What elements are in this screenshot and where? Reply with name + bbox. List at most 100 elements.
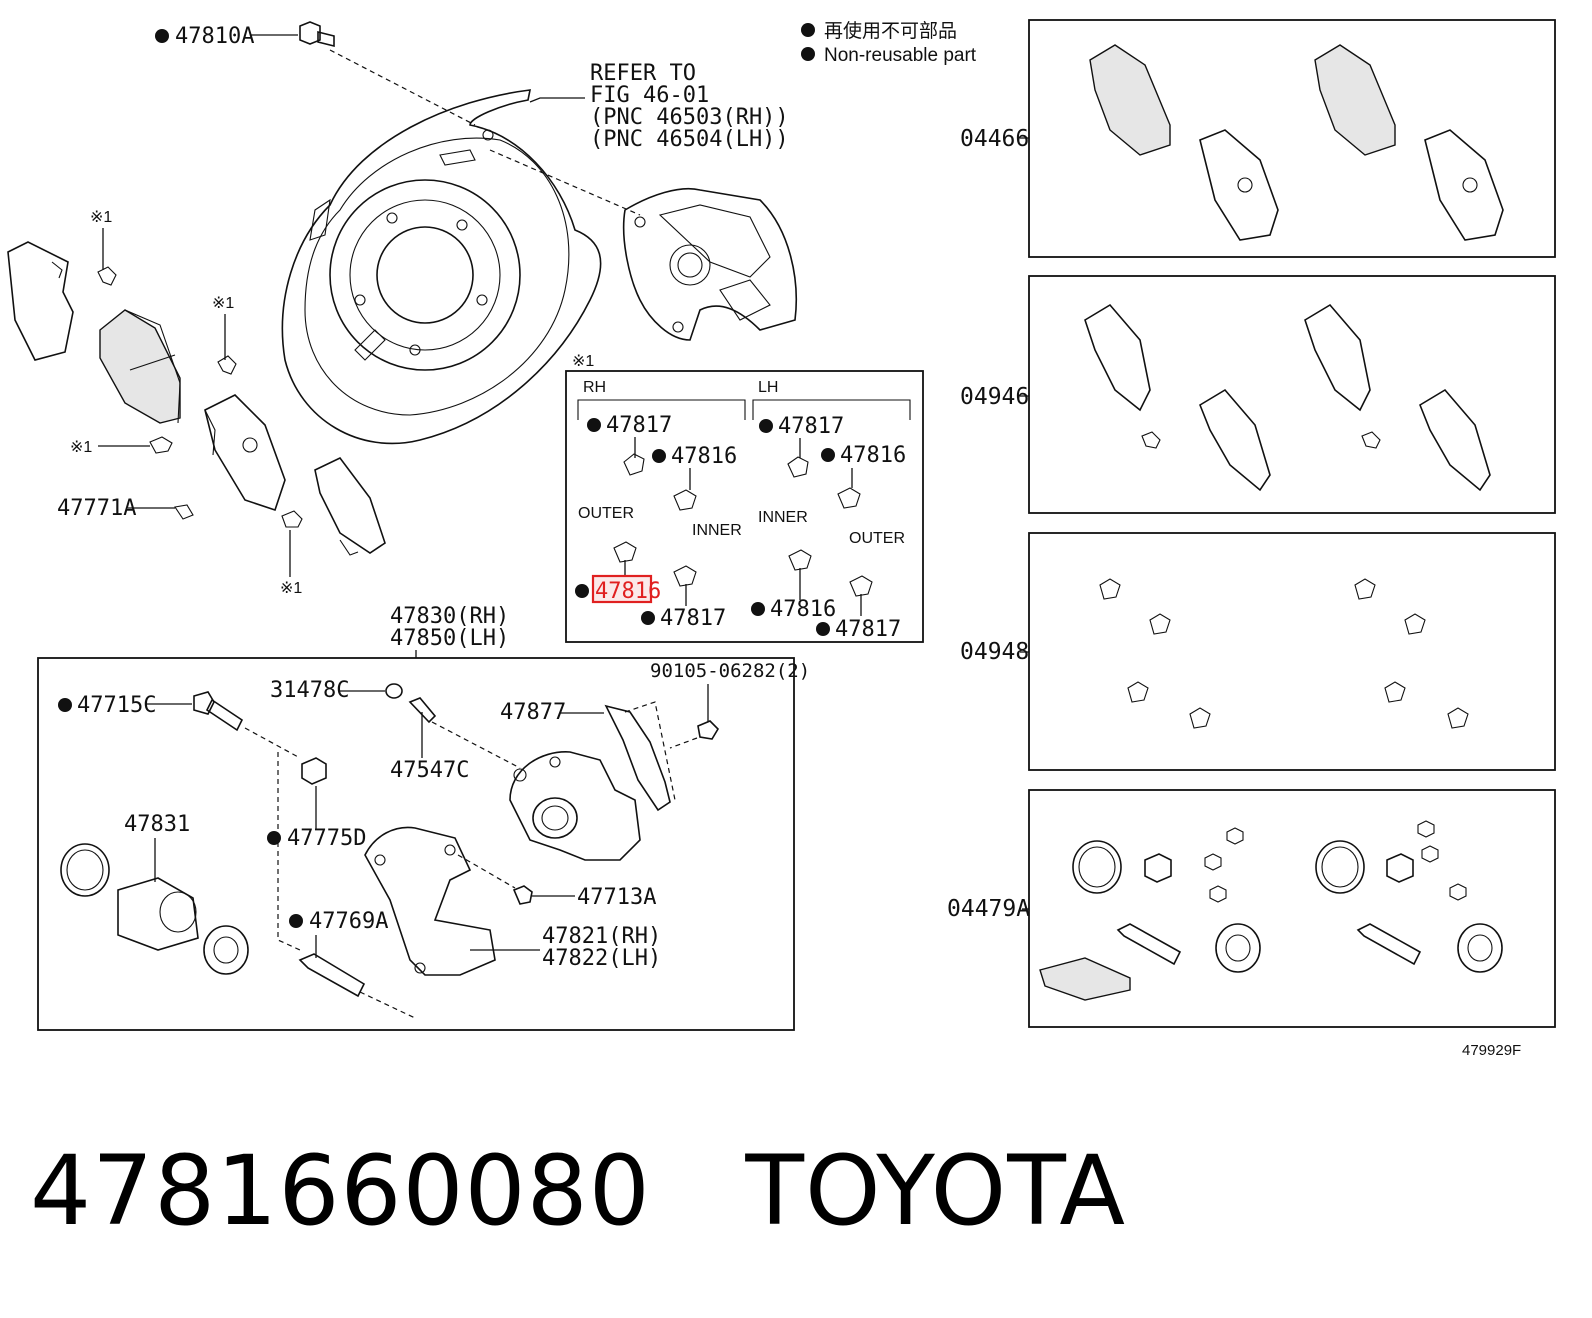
clip-icon bbox=[613, 541, 637, 563]
label-90105: 90105-06282(2) bbox=[650, 660, 810, 682]
rh-47816-bottom[interactable]: 47816 bbox=[595, 579, 661, 604]
clip-icon bbox=[217, 355, 237, 375]
clip-icon bbox=[788, 549, 812, 571]
piston-seal-icon bbox=[60, 843, 110, 897]
kit-04466: 04466 bbox=[960, 19, 1556, 258]
bolt-icon bbox=[697, 720, 720, 740]
cap-icon bbox=[385, 683, 403, 699]
label-31478C: 31478C bbox=[270, 678, 349, 703]
non-reusable-dot-icon bbox=[816, 622, 830, 636]
non-reusable-dot-icon bbox=[575, 584, 589, 598]
clip-icon bbox=[673, 489, 697, 511]
bolt-head-icon bbox=[299, 21, 321, 45]
footer-caption: 4781660080 TOYOTA bbox=[30, 1135, 1126, 1247]
guide-pin-icon bbox=[298, 953, 366, 998]
kit-code: 04466 bbox=[960, 126, 1029, 152]
inset-rh: RH bbox=[583, 379, 606, 396]
mark-1: ※1 bbox=[212, 295, 234, 312]
piston-icon bbox=[117, 877, 199, 951]
rh-47816-top: 47816 bbox=[671, 444, 737, 469]
inset-frame bbox=[565, 370, 924, 643]
clip-icon bbox=[1354, 578, 1376, 600]
label-47547C: 47547C bbox=[390, 758, 469, 783]
non-reusable-dot-icon bbox=[289, 914, 303, 928]
refer-line-1: REFER TO bbox=[590, 61, 696, 86]
label-47821: 47821(RH) bbox=[542, 924, 661, 949]
clip-icon bbox=[1141, 431, 1161, 449]
legend-dot-icon bbox=[801, 23, 815, 37]
bolt-icon bbox=[512, 885, 533, 905]
clip-icon bbox=[1099, 578, 1121, 600]
clip-icon bbox=[787, 456, 809, 478]
kit-frame bbox=[1028, 275, 1556, 514]
kit-04948: 04948 bbox=[960, 532, 1556, 771]
mark-1: ※1 bbox=[280, 580, 302, 597]
clip-icon bbox=[837, 487, 861, 509]
kit-04479A: 04479A bbox=[947, 789, 1556, 1028]
clip-icon bbox=[1384, 681, 1406, 703]
label-47775D: 47775D bbox=[287, 826, 366, 851]
label-47831: 47831 bbox=[124, 812, 190, 837]
clip-icon bbox=[174, 504, 194, 520]
mark-1: ※1 bbox=[90, 209, 112, 226]
pad-support-icon bbox=[604, 704, 671, 812]
non-reusable-dot-icon bbox=[267, 831, 281, 845]
non-reusable-dot-icon bbox=[155, 29, 169, 43]
label-47850: 47850(LH) bbox=[390, 626, 509, 651]
lh-47816-top: 47816 bbox=[840, 443, 906, 468]
legend-jp: 再使用不可部品 bbox=[824, 20, 957, 42]
clip-icon bbox=[1189, 707, 1211, 729]
bleeder-icon bbox=[408, 697, 437, 724]
label-47877: 47877 bbox=[500, 700, 566, 725]
outer-left: OUTER bbox=[578, 505, 634, 522]
non-reusable-dot-icon bbox=[587, 418, 601, 432]
rh-bracket bbox=[577, 399, 746, 420]
refer-note: REFER TO FIG 46-01 (PNC 46503(RH)) (PNC … bbox=[529, 61, 789, 152]
assembly-frame bbox=[37, 657, 795, 1031]
brand-name: TOYOTA bbox=[745, 1135, 1127, 1247]
label-47810A: 47810A bbox=[175, 24, 254, 49]
kit-code: 04948 bbox=[960, 639, 1029, 665]
guide-pin-icon bbox=[205, 698, 244, 732]
inset-lh: LH bbox=[758, 379, 778, 396]
label-47830: 47830(RH) bbox=[390, 604, 509, 629]
mounting-bracket bbox=[364, 826, 496, 976]
non-reusable-dot-icon bbox=[58, 698, 72, 712]
legend-dot-icon bbox=[801, 47, 815, 61]
lh-47817-bottom: 47817 bbox=[835, 617, 901, 642]
dust-shield bbox=[281, 89, 641, 445]
clip-icon bbox=[849, 575, 873, 597]
lh-47817-top: 47817 bbox=[778, 414, 844, 439]
clip-icon bbox=[623, 453, 645, 476]
caliper-assembly: 47830(RH) 47850(LH) 47715C 31478C 47547C… bbox=[37, 604, 810, 1031]
label-47771A: 47771A bbox=[57, 496, 136, 521]
clip-icon bbox=[1404, 613, 1426, 635]
inset-mark: ※1 bbox=[572, 353, 594, 370]
inner-right: INNER bbox=[758, 509, 808, 526]
kit-code: 04479A bbox=[947, 896, 1030, 922]
bolt-47810A: 47810A bbox=[155, 21, 476, 126]
lh-bracket bbox=[752, 399, 911, 420]
kit-04946: 04946 bbox=[960, 275, 1556, 514]
clip-icon bbox=[1447, 707, 1469, 729]
label-47822: 47822(LH) bbox=[542, 946, 661, 971]
rh-47817-bottom: 47817 bbox=[660, 606, 726, 631]
label-47715C: 47715C bbox=[77, 693, 156, 718]
refer-line-2: FIG 46-01 bbox=[590, 83, 709, 108]
clip-icon bbox=[1127, 681, 1149, 703]
legend-en: Non-reusable part bbox=[824, 45, 977, 66]
lh-47816-bottom: 47816 bbox=[770, 597, 836, 622]
non-reusable-dot-icon bbox=[821, 448, 835, 462]
kit-code: 04946 bbox=[960, 384, 1029, 410]
rh-47817-top: 47817 bbox=[606, 413, 672, 438]
clip-icon bbox=[1149, 613, 1171, 635]
refer-leader bbox=[529, 97, 585, 103]
clip-icon bbox=[149, 436, 173, 454]
clip-icon bbox=[281, 510, 303, 528]
part-number: 4781660080 bbox=[30, 1135, 651, 1247]
mark-1: ※1 bbox=[70, 439, 92, 456]
label-47769A: 47769A bbox=[309, 909, 388, 934]
highlight-47816[interactable] bbox=[591, 574, 653, 604]
